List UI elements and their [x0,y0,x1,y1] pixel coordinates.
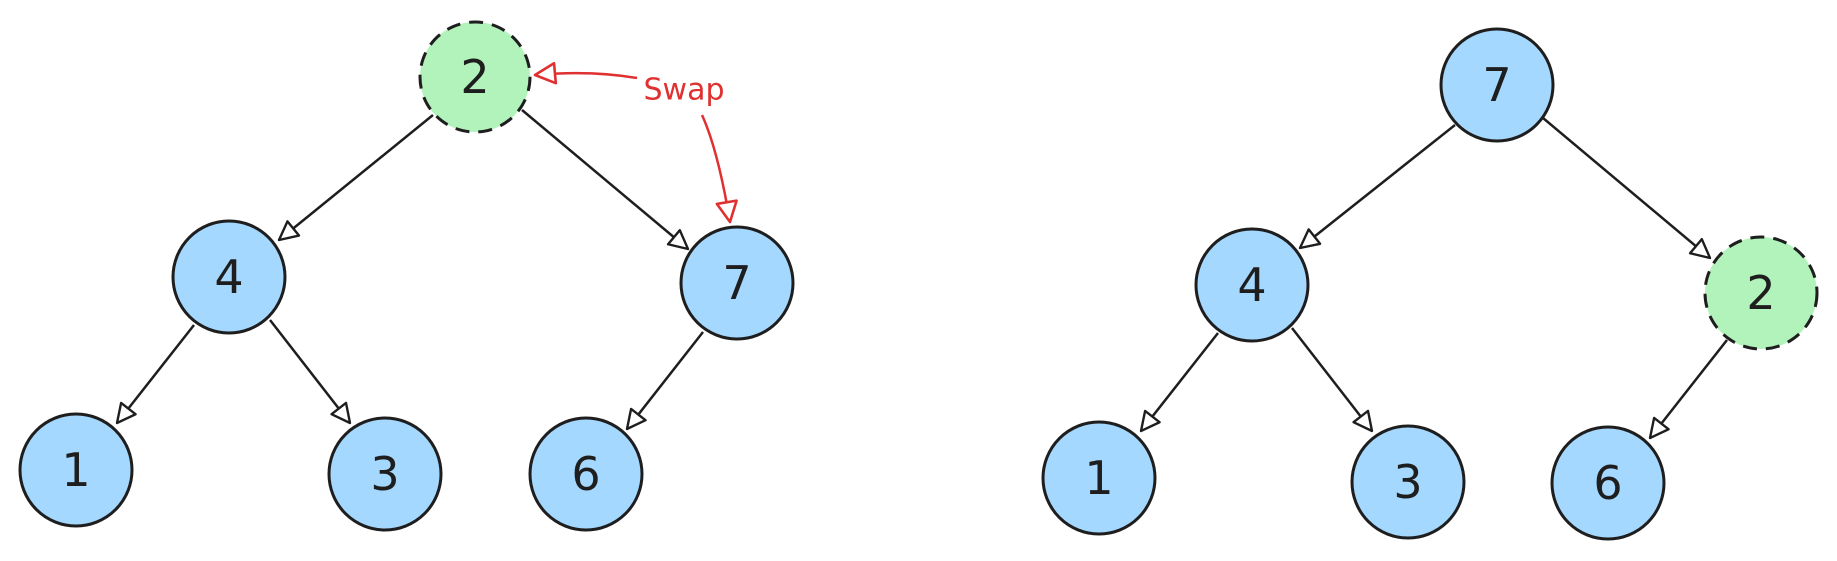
node-before-root-label: 2 [460,50,489,104]
node-after-left-left-label: 1 [1084,451,1113,505]
swap-annotation: Swap [533,61,738,224]
edge-after-4-1 [1139,332,1219,433]
node-after-left-label: 4 [1237,258,1266,312]
edge-after-7-2 [1542,117,1712,260]
node-before-right-left-label: 6 [571,447,600,501]
node-after-left: 4 [1194,227,1310,343]
node-after-left-left: 1 [1041,420,1157,536]
before-tree: 2 4 7 1 3 6 Swap [18,20,795,532]
after-tree: 7 4 2 1 3 6 [1041,27,1819,541]
node-before-right-left: 6 [528,416,644,532]
swap-arrow-to-root [533,61,638,85]
node-after-right: 2 [1703,235,1819,351]
edge-after-2-6 [1648,339,1728,440]
node-after-root: 7 [1439,27,1555,143]
node-before-left-label: 4 [214,250,243,304]
edge-before-2-7 [521,109,690,251]
node-before-root: 2 [418,20,532,134]
node-after-left-right: 3 [1350,424,1466,540]
edge-before-7-6 [625,331,704,431]
node-after-right-left: 6 [1550,425,1666,541]
node-before-left-left-label: 1 [61,443,90,497]
node-after-right-left-label: 6 [1593,456,1622,510]
edge-after-4-3 [1291,327,1374,433]
edge-before-4-3 [269,319,352,425]
swap-label: Swap [643,73,724,108]
edge-after-7-4 [1298,124,1456,250]
node-before-left-right-label: 3 [370,447,399,501]
node-after-left-right-label: 3 [1393,455,1422,509]
edge-before-2-4 [277,114,434,242]
node-before-right: 7 [679,225,795,341]
edge-before-4-1 [115,324,195,425]
node-before-left-right: 3 [327,416,443,532]
node-after-right-label: 2 [1746,266,1775,320]
node-before-left: 4 [171,219,287,335]
swap-arrow-to-child [700,114,738,224]
node-before-left-left: 1 [18,412,134,528]
node-before-right-label: 7 [722,256,751,310]
node-after-root-label: 7 [1482,58,1511,112]
